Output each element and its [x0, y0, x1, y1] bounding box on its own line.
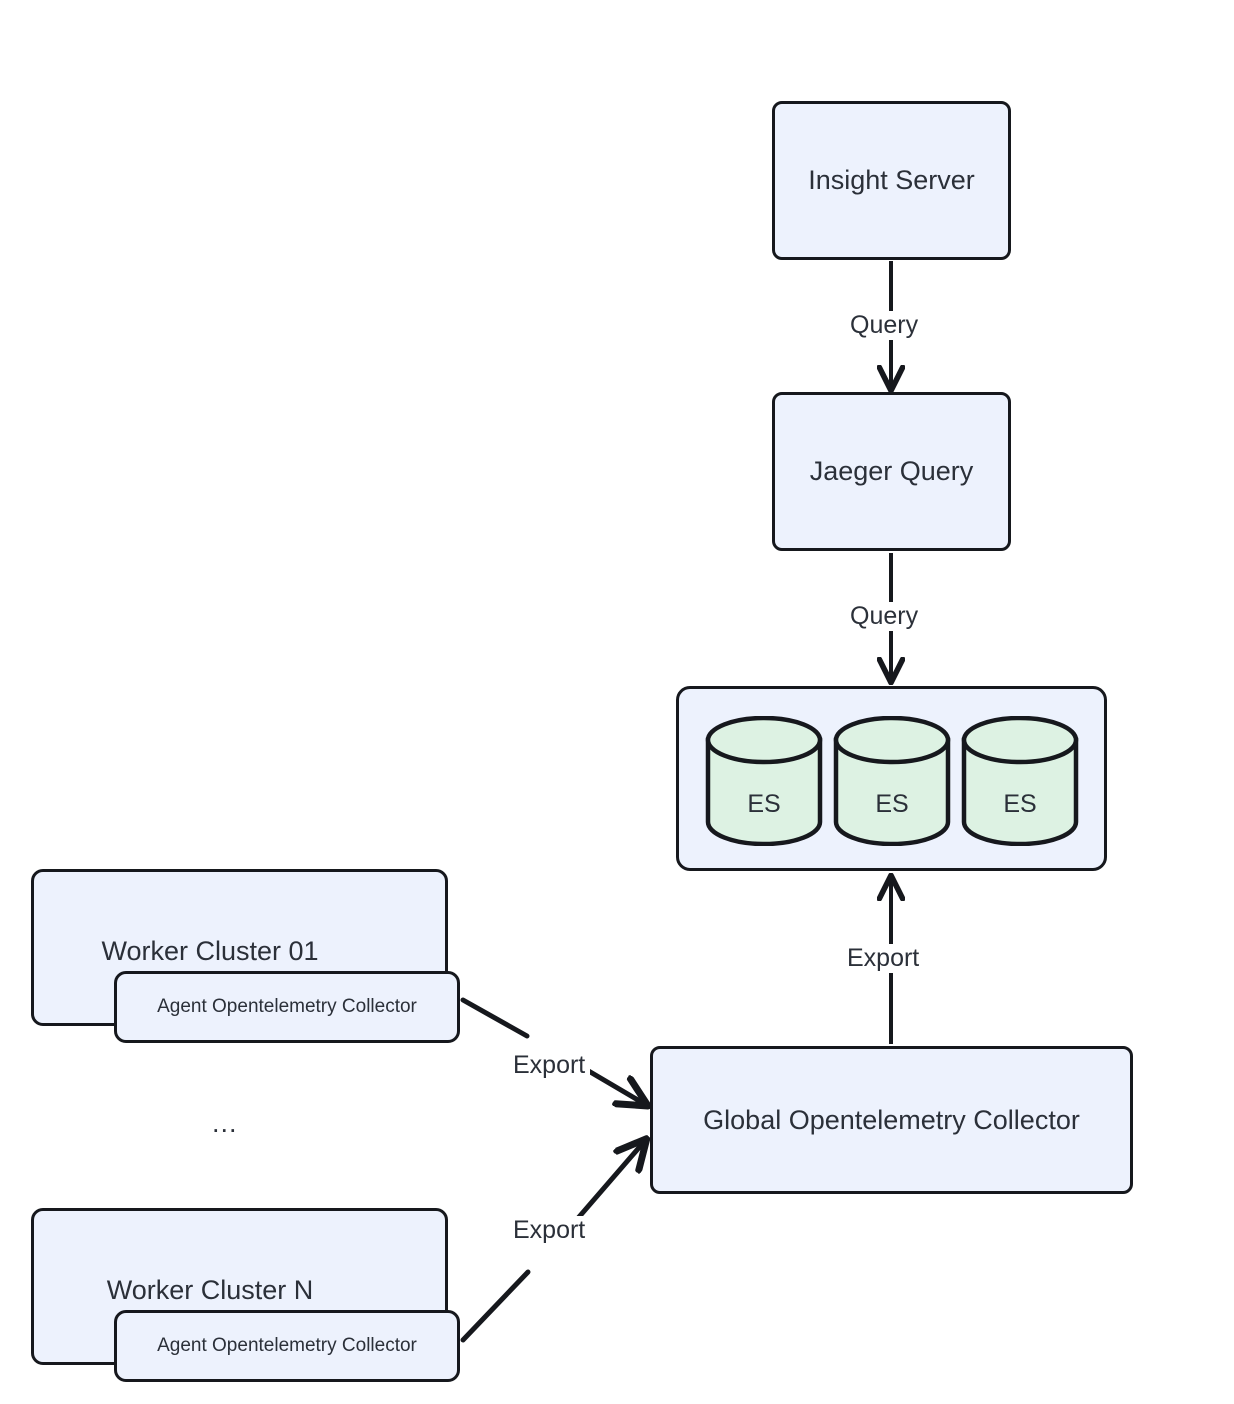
node-agent-opentelemetry-collector-01-label: Agent Opentelemetry Collector [157, 996, 417, 1017]
edge-label-query-insight-jaeger: Query [845, 311, 924, 340]
edge-label-export-global-es: Export [842, 944, 925, 973]
node-agent-opentelemetry-collector-n[interactable]: Agent Opentelemetry Collector [114, 1310, 460, 1382]
node-agent-opentelemetry-collector-n-label: Agent Opentelemetry Collector [157, 1335, 417, 1356]
subgraph-worker-cluster-01-title: Worker Cluster 01 [101, 936, 319, 966]
node-es-database-3-label: ES [1003, 790, 1037, 818]
node-es-database-2-label: ES [875, 790, 909, 818]
node-global-opentelemetry-collector[interactable]: Global Opentelemetry Collector [650, 1046, 1133, 1194]
node-es-cluster-group: ES ES ES [676, 686, 1107, 871]
node-es-database-1-label: ES [747, 790, 781, 818]
node-es-database-2[interactable]: ES [832, 716, 952, 846]
node-es-database-3[interactable]: ES [960, 716, 1080, 846]
worker-cluster-ellipsis: ... [212, 1108, 238, 1138]
node-insight-server[interactable]: Insight Server [772, 101, 1011, 260]
node-insight-server-label: Insight Server [808, 165, 975, 195]
node-es-database-1[interactable]: ES [704, 716, 824, 846]
node-jaeger-query[interactable]: Jaeger Query [772, 392, 1011, 551]
node-global-opentelemetry-collector-label: Global Opentelemetry Collector [703, 1104, 1080, 1135]
node-jaeger-query-label: Jaeger Query [809, 456, 974, 486]
edge-label-query-jaeger-es: Query [845, 602, 924, 631]
edge-label-export-agentn-global: Export [508, 1216, 591, 1245]
edge-label-export-agent01-global: Export [508, 1051, 591, 1080]
node-agent-opentelemetry-collector-01[interactable]: Agent Opentelemetry Collector [114, 971, 460, 1043]
subgraph-worker-cluster-n-title: Worker Cluster N [106, 1275, 314, 1305]
